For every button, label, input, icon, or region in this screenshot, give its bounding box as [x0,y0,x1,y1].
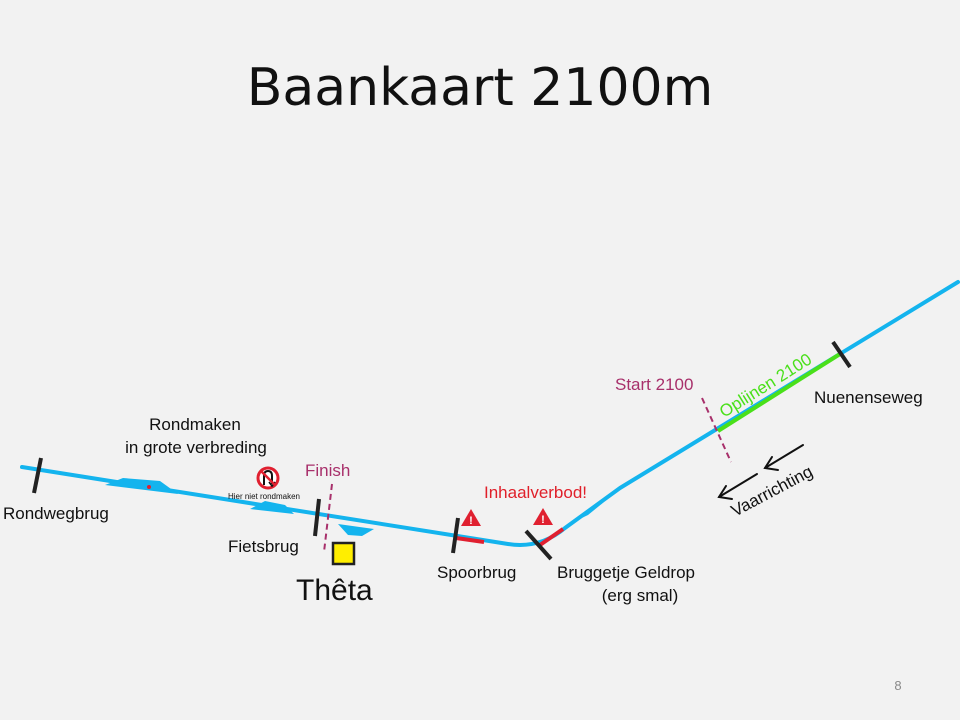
label-finish: Finish [305,461,350,480]
label-nuenenseweg: Nuenenseweg [814,388,923,407]
widening-hier-niet [250,501,294,514]
label-oplijnen: Oplijnen 2100 [716,350,815,422]
river-line [20,280,960,547]
label-rondwegbrug: Rondwegbrug [3,504,109,523]
bridge-spoorbrug [451,517,460,554]
label-start: Start 2100 [615,375,693,394]
label-spoorbrug: Spoorbrug [437,563,516,582]
widening-rondmaken [105,478,178,494]
bridge-nuenenseweg [831,340,852,369]
oplijnen-segment [716,352,842,433]
page-title: Baankaart 2100m [246,58,714,118]
finish-line [323,483,333,553]
svg-text:!: ! [469,515,473,527]
svg-text:!: ! [541,514,545,526]
page-number: 8 [894,678,902,693]
bridge-fietsbrug [313,498,321,537]
widening-geldrop [565,502,604,526]
widening-theta [338,524,374,536]
restricted-segment-bruggetje [538,527,565,547]
warning-icon: ! [461,509,481,527]
theta-boathouse-icon [331,541,356,566]
direction-arrow-icon [717,444,804,500]
label-rondmaken: Rondmaken [149,415,241,434]
label-inhaalverbod: Inhaalverbod! [484,483,587,502]
rondmaken-dot [147,485,151,489]
label-bruggetje: Bruggetje Geldrop [557,563,695,582]
label-fietsbrug: Fietsbrug [228,537,299,556]
label-vaarrichting: Vaarrichting [728,462,816,521]
label-rondmaken-sub: in grote verbreding [125,438,267,457]
start-line [701,397,732,463]
warning-icon: ! [533,508,553,526]
label-bruggetje-sub: (erg smal) [602,586,679,605]
bridge-rondwegbrug [32,457,43,494]
restricted-segment-spoorbrug [455,536,485,544]
label-hier-niet: Hier niet rondmaken [228,492,300,501]
label-theta: Thêta [296,574,373,607]
no-u-turn-icon [256,466,280,490]
bridge-bruggetje [524,529,553,561]
